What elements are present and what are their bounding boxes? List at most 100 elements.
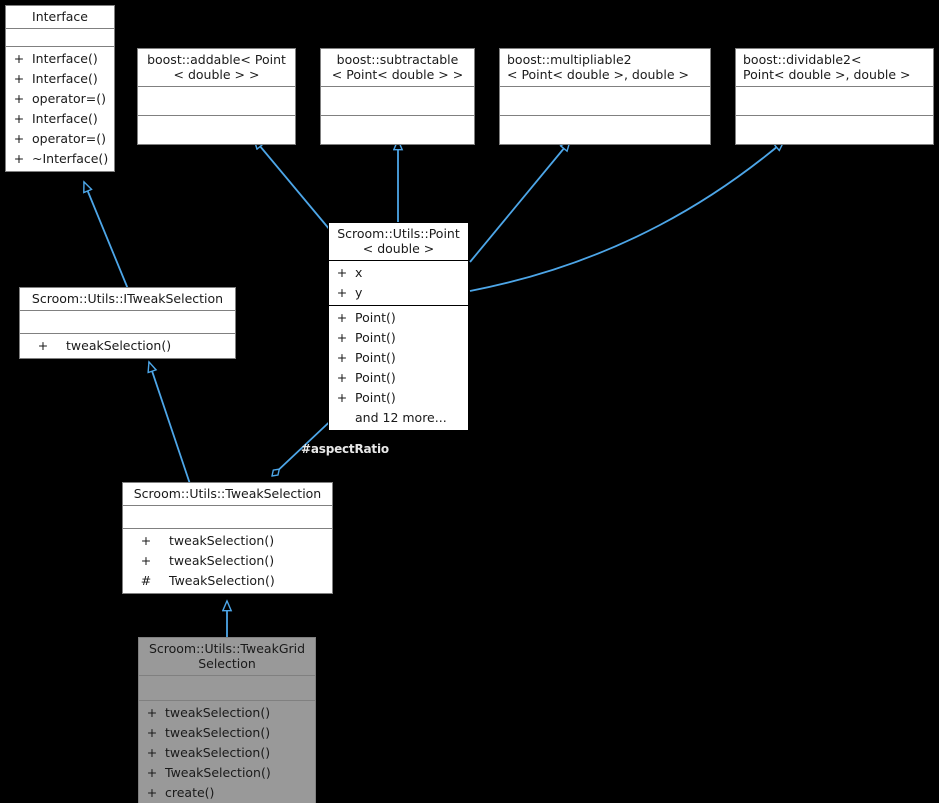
class-methods: + tweakSelection() <box>20 334 235 358</box>
class-methods: +tweakSelection() +tweakSelection() #Twe… <box>123 529 332 593</box>
class-member: +x <box>329 263 468 283</box>
visibility: + <box>336 370 348 385</box>
class-member: + tweakSelection() <box>123 551 332 571</box>
class-methods: + tweakSelection() + tweakSelection() + twe… <box>139 701 315 803</box>
member-name: tweakSelection() <box>66 338 172 353</box>
class-node-boost-addable[interactable]: boost::addable< Point < double > > <box>137 48 296 145</box>
visibility: + <box>336 265 348 280</box>
member-name: Interface() <box>32 71 98 86</box>
class-title: boost::addable< Point < double > > <box>138 49 295 87</box>
class-member: + Point() <box>329 308 468 328</box>
class-node-scroom-utils-tweakselection[interactable]: Scroom::Utils::TweakSelection +tweakSele… <box>122 482 333 594</box>
class-member: +TweakSelection() <box>139 763 315 783</box>
visibility: + <box>336 330 348 345</box>
member-name: create() <box>165 785 215 800</box>
visibility: + <box>336 285 348 300</box>
class-member: +tweakSelection() <box>123 531 332 551</box>
class-member: + Point() <box>329 368 468 388</box>
visibility: + <box>37 338 49 353</box>
visibility: + <box>140 553 152 568</box>
class-member: + tweakSelection() <box>139 703 315 723</box>
member-name: tweakSelection() <box>165 705 271 720</box>
visibility: + <box>13 131 25 146</box>
class-fields <box>321 87 474 116</box>
visibility: + <box>146 785 158 800</box>
class-methods <box>321 116 474 144</box>
visibility: + <box>336 350 348 365</box>
member-name: TweakSelection() <box>169 573 275 588</box>
class-member: + tweakSelection() <box>139 743 315 763</box>
class-title: Scroom::Utils::TweakGrid Selection <box>139 638 315 676</box>
class-member: # TweakSelection() <box>123 571 332 591</box>
class-methods: + Interface() + Interface() + operator=() +… <box>6 47 114 171</box>
member-name: tweakSelection() <box>169 553 275 568</box>
class-member: + tweakSelection() <box>20 336 235 356</box>
class-fields <box>20 311 235 334</box>
visibility: + <box>146 765 158 780</box>
class-member: + Point() <box>329 348 468 368</box>
class-title: Scroom::Utils::TweakSelection <box>123 483 332 506</box>
class-member: + create() <box>139 783 315 803</box>
visibility: # <box>140 573 152 588</box>
visibility: + <box>146 745 158 760</box>
member-name: Interface() <box>32 111 98 126</box>
member-name: operator=() <box>32 91 106 106</box>
member-name: tweakSelection() <box>165 725 271 740</box>
visibility: + <box>146 705 158 720</box>
class-member: + Interface() <box>6 69 114 89</box>
class-fields <box>736 87 933 116</box>
class-title: boost::subtractable < Point< double > > <box>321 49 474 87</box>
class-title: boost::dividable2< Point< double >, doub… <box>736 49 933 87</box>
class-fields <box>6 29 114 47</box>
edge-point-to-dividable2 <box>469 141 784 292</box>
class-fields <box>138 87 295 116</box>
class-node-scroom-utils-itweakselection[interactable]: Scroom::Utils::ITweakSelection + tweakSel… <box>19 287 236 359</box>
visibility: + <box>13 91 25 106</box>
class-fields <box>500 87 710 116</box>
member-name: operator=() <box>32 131 106 146</box>
visibility: + <box>13 151 25 166</box>
edge-point-to-multipliable2 <box>469 141 570 263</box>
member-name: and 12 more... <box>355 410 447 425</box>
class-member-more[interactable]: and 12 more... <box>329 408 468 428</box>
visibility: + <box>336 310 348 325</box>
class-node-scroom-utils-point[interactable]: Scroom::Utils::Point < double > +x +y +P… <box>328 222 469 431</box>
class-node-boost-multipliable2[interactable]: boost::multipliable2 < Point< double >, … <box>499 48 711 145</box>
class-fields: +x + y <box>329 261 468 306</box>
visibility: + <box>13 71 25 86</box>
class-methods <box>138 116 295 144</box>
class-title: Interface <box>6 6 114 29</box>
class-title: Scroom::Utils::Point < double > <box>329 223 468 261</box>
class-member: +~Interface() <box>6 149 114 169</box>
class-title: boost::multipliable2 < Point< double >, … <box>500 49 710 87</box>
class-member: +Interface() <box>6 49 114 69</box>
visibility <box>329 408 355 428</box>
class-title: Scroom::Utils::ITweakSelection <box>20 288 235 311</box>
class-node-boost-subtractable[interactable]: boost::subtractable < Point< double > > <box>320 48 475 145</box>
member-name: y <box>355 285 363 300</box>
class-methods <box>500 116 710 144</box>
class-node-boost-dividable2[interactable]: boost::dividable2< Point< double >, doub… <box>735 48 934 145</box>
class-fields <box>123 506 332 529</box>
member-name: Interface() <box>32 51 98 66</box>
class-member: + operator=() <box>6 89 114 109</box>
edge-itweakselection-to-interface <box>84 182 129 290</box>
class-node-scroom-utils-tweakgridselection[interactable]: Scroom::Utils::TweakGrid Selection +twea… <box>138 637 316 803</box>
visibility: + <box>140 533 152 548</box>
member-name: tweakSelection() <box>165 745 271 760</box>
class-member: + Point() <box>329 328 468 348</box>
member-name: Point() <box>355 330 396 345</box>
member-name: Point() <box>355 310 396 325</box>
class-methods <box>736 116 933 144</box>
visibility: + <box>13 111 25 126</box>
visibility: + <box>146 725 158 740</box>
class-member: +Point() <box>329 388 468 408</box>
class-node-interface[interactable]: Interface + Interface() + Interface() + ope… <box>5 5 115 172</box>
class-member: + operator=() <box>6 129 114 149</box>
edge-tweakselection-to-itweakselection <box>149 362 191 485</box>
member-name: Point() <box>355 350 396 365</box>
member-name: Point() <box>355 370 396 385</box>
class-member: + tweakSelection() <box>139 723 315 743</box>
member-name: Point() <box>355 390 396 405</box>
